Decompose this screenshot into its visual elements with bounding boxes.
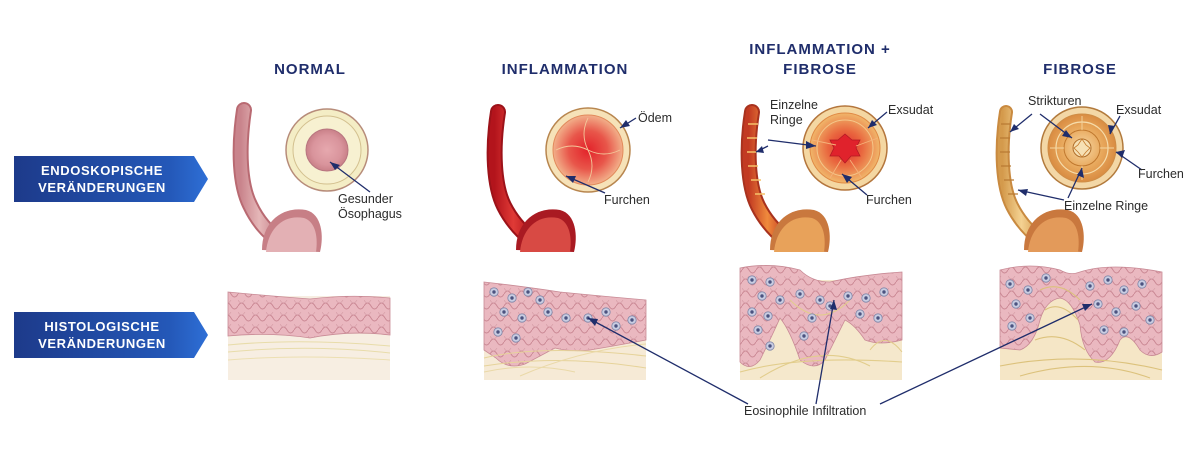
label-furchen-inflammation: Furchen — [604, 193, 650, 207]
fibrose-esophagus-tube — [995, 105, 1084, 252]
label-eosinophile-infiltration: Eosinophile Infiltration — [744, 404, 866, 418]
title-normal: NORMAL — [274, 61, 346, 78]
if-cross-section — [802, 105, 888, 191]
normal-esophagus-tube — [232, 102, 322, 252]
label-furchen-fibrose: Furchen — [1138, 167, 1184, 181]
title-inflammation: INFLAMMATION — [501, 61, 629, 78]
histology-inflammation — [483, 281, 647, 380]
title-fibrose: FIBROSE — [1043, 61, 1117, 78]
label-arrow-shape — [14, 156, 208, 202]
histology-normal — [227, 291, 391, 380]
fibrose-cross-section — [1040, 106, 1124, 190]
label-furchen-if: Furchen — [866, 193, 912, 207]
inflammation-cross-section — [545, 107, 631, 193]
label-gesunder: Gesunder — [338, 192, 393, 206]
label-einzelne-ringe-fibrose: Einzelne Ringe — [1064, 199, 1148, 213]
label-oesophagus: Ösophagus — [338, 207, 402, 221]
label-strikturen: Strikturen — [1028, 94, 1082, 108]
title-inflammation-fibrose: INFLAMMATION + FIBROSE — [749, 41, 891, 78]
label-oedem: Ödem — [638, 111, 672, 125]
inflammation-esophagus-tube — [486, 104, 576, 252]
leader-arrowheads — [330, 120, 1125, 326]
if-esophagus-tube — [740, 104, 830, 252]
label-einzelne: Einzelne — [770, 98, 818, 112]
label-exsudat-fibrose: Exsudat — [1116, 103, 1162, 117]
row-label-histologisch: HISTOLOGISCHE VERÄNDERUNGEN — [14, 312, 208, 358]
label-exsudat-if: Exsudat — [888, 103, 934, 117]
row-label-endoskopisch: ENDOSKOPISCHE VERÄNDERUNGEN — [14, 156, 208, 202]
label-ringe: Ringe — [770, 113, 803, 127]
normal-cross-section — [285, 108, 369, 192]
label-arrow-shape — [14, 312, 208, 358]
histology-inflammation-fibrose — [739, 265, 903, 380]
